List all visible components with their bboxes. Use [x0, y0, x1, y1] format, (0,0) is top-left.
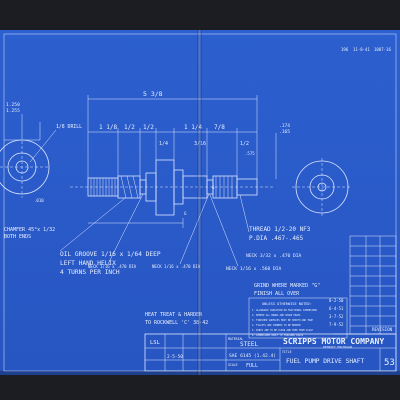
- right-dia-bottom: .165: [279, 129, 290, 135]
- tolerance-line-1: 1. ALLOWABLE VARIATION ON FRACTIONAL DIM…: [252, 309, 318, 312]
- header-number-mid: 11-8-41: [353, 47, 370, 52]
- thread-note-1: THREAD 1/2-20 NF3: [249, 226, 311, 233]
- drawing-title: FUEL PUMP DRIVE SHAFT: [286, 358, 365, 365]
- drawing-date: 2-5-50: [167, 354, 183, 360]
- drawn-by: LSL: [150, 340, 161, 346]
- scale-label: SCALE: [228, 363, 238, 367]
- chamfer-note: CHAMFER 45°x 1/32: [4, 227, 55, 233]
- finish-note-1: GRIND WHERE MARKED "G": [254, 283, 320, 289]
- revision-heading: REVISION: [372, 327, 393, 332]
- scale-value: FULL: [246, 363, 258, 369]
- dimension-lines: [87, 95, 258, 228]
- material-label: MATERIAL: [228, 337, 243, 341]
- left-dia-top: 1.250: [6, 102, 20, 108]
- tolerance-line-2: 2. REMOVE ALL BURRS AND SHARP EDGES: [252, 314, 301, 317]
- tolerance-line-4: 4. FILLETS AND CORNERS TO BE BROKEN: [252, 324, 301, 327]
- header-number-right: 1087-16: [374, 47, 391, 52]
- company-name: SCRIPPS MOTOR COMPANY: [283, 337, 384, 346]
- both-ends-note: BOTH ENDS: [4, 234, 31, 240]
- svg-text:G: G: [184, 211, 187, 216]
- title-block: [144, 333, 397, 372]
- tolerance-line-3: 3. FINISHED SURFACES MUST BE SMOOTH AND …: [252, 319, 313, 322]
- tolerance-line-6: 6. DIMENSIONS APPLY TO FINISHED PARTS: [252, 334, 304, 337]
- shaft-side-view: G G: [70, 159, 275, 216]
- oil-groove-note-2: LEFT HAND HELIX: [60, 260, 116, 267]
- paper-fold: [197, 30, 202, 375]
- dim-3: 1/2: [143, 124, 154, 131]
- dim-5: 7/8: [214, 124, 225, 131]
- oil-groove-note-1: OIL GROOVE 1/16 x 1/64 DEEP: [60, 251, 161, 258]
- drawing: 196 11-8-41 1087-16 1.250 1.255 1/8 DRIL…: [0, 33, 397, 372]
- revision-date-4: 7-9-52: [329, 322, 344, 327]
- heat-treat-note-1: HEAT TREAT & HARDEN: [145, 312, 202, 318]
- heat-treat-note-2: TO ROCKWELL 'C' 38-42: [145, 320, 208, 326]
- spec-value: SAE 6145 (1.42.4): [229, 353, 276, 359]
- part-number: 53: [384, 358, 395, 368]
- neck-note-2: NECK 1/16 x .470 DIA: [152, 264, 201, 269]
- tolerance-title: UNLESS OTHERWISE NOTED:: [262, 302, 312, 306]
- dim-6: 1/4: [159, 141, 168, 147]
- left-end-view: [0, 122, 50, 198]
- dim-1: 1 1/8: [99, 124, 117, 131]
- dim-7: 3/16: [194, 141, 206, 147]
- right-end-view: [275, 133, 352, 216]
- neck-note-3: NECK 1/16 x .560 DIA: [226, 266, 282, 272]
- chamfer-dim: .575: [245, 151, 255, 156]
- finish-note-2: FINISH ALL OVER: [254, 291, 300, 297]
- right-dia-top: .174: [279, 123, 290, 129]
- left-dia-bottom: 1.255: [6, 108, 20, 114]
- grind-mark: G: [212, 185, 215, 190]
- material-value: STEEL: [240, 341, 258, 348]
- drill-note: 1/8 DRILL: [56, 124, 82, 130]
- overall-length: 5 3/8: [143, 90, 163, 98]
- neck-note-4: NECK 3/32 x .470 DIA: [246, 253, 302, 259]
- tolerance-box: UNLESS OTHERWISE NOTED: 1. ALLOWABLE VAR…: [248, 297, 348, 339]
- sheet-edge-shadow: [0, 371, 400, 375]
- revision-date-1: 8-2-50: [329, 298, 344, 303]
- revision-date-2: 6-4-51: [329, 306, 344, 311]
- header-number-left: 196: [341, 47, 349, 52]
- oil-groove-note-3: 4 TURNS PER INCH: [60, 269, 120, 276]
- dim-2: 1/2: [124, 124, 135, 131]
- thread-note-2: P.DIA .467-.465: [249, 235, 304, 242]
- revision-date-3: 3-7-52: [329, 314, 344, 319]
- dim-8: 1/2: [240, 141, 249, 147]
- blueprint-sheet: 196 11-8-41 1087-16 1.250 1.255 1/8 DRIL…: [0, 30, 400, 375]
- company-city: DETROIT MICHIGAN: [323, 345, 352, 349]
- title-label: TITLE: [282, 350, 292, 354]
- neck-note-1: NECK 1/16 x .470 DIA: [88, 264, 137, 269]
- revision-block: REVISION: [334, 235, 397, 335]
- tolerance-line-5: 5. PARTS ARE TO BE CLEAN AND FREE FROM S…: [252, 329, 313, 332]
- left-small-dim: .010: [34, 198, 44, 203]
- dim-4: 1 1/4: [184, 124, 202, 131]
